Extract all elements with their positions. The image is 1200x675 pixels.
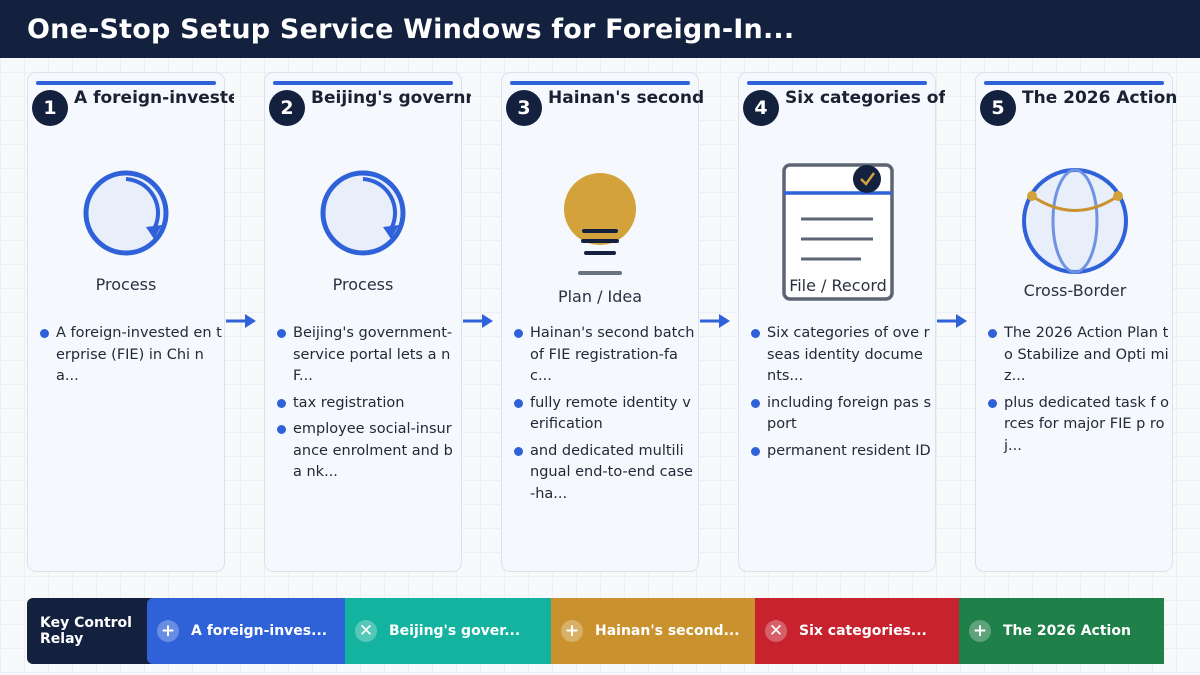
bullet-item: Hainan's second batch of FIE registratio… bbox=[512, 323, 696, 388]
arrow-right-icon bbox=[226, 314, 256, 328]
close-icon: ✕ bbox=[765, 620, 787, 642]
relay-segment-label: Hainan's second... bbox=[595, 623, 740, 639]
step-card-1: 1 A foreign-invested... Process A foreig… bbox=[27, 72, 234, 572]
bullet-item: employee social-insur ance enrolment and… bbox=[275, 419, 459, 484]
icon-label: Process bbox=[95, 275, 157, 294]
step-title: Beijing's governmen... bbox=[311, 88, 471, 108]
arrow-right-icon bbox=[937, 314, 967, 328]
icon-label: Plan / Idea bbox=[557, 287, 643, 306]
document-record-icon: File / Record bbox=[781, 163, 895, 301]
step-title: A foreign-invested... bbox=[74, 88, 234, 108]
arrow-right-icon bbox=[463, 314, 493, 328]
plus-icon: + bbox=[561, 620, 583, 642]
step-card-2: 2 Beijing's governmen... Process Beijing… bbox=[264, 72, 471, 572]
bullet-item: and dedicated multili ngual end-to-end c… bbox=[512, 441, 696, 506]
bullet-item: fully remote identity verification bbox=[512, 393, 696, 436]
icon-label: Cross-Border bbox=[1023, 281, 1127, 300]
bullet-item: A foreign-invested en terprise (FIE) in … bbox=[38, 323, 222, 388]
step-title: Six categories of o... bbox=[785, 88, 945, 108]
card-accent-line bbox=[510, 81, 690, 85]
relay-segment-label: The 2026 Action bbox=[1003, 623, 1131, 639]
step-title: The 2026 Action Pla... bbox=[1022, 88, 1182, 108]
step-card-3: 3 Hainan's second bat... Plan / Idea Hai… bbox=[501, 72, 708, 572]
step-number: 5 bbox=[980, 90, 1016, 126]
relay-label: Key Control Relay bbox=[27, 598, 157, 664]
bullet-item: The 2026 Action Plan to Stabilize and Op… bbox=[986, 323, 1170, 388]
relay-segment-1: + A foreign-inves... bbox=[147, 598, 347, 664]
card-accent-line bbox=[273, 81, 453, 85]
bullet-list: The 2026 Action Plan to Stabilize and Op… bbox=[986, 323, 1170, 462]
arrow-right-icon bbox=[700, 314, 730, 328]
plus-icon: + bbox=[157, 620, 179, 642]
bullet-list: Six categories of ove rseas identity doc… bbox=[749, 323, 933, 467]
bullet-item: plus dedicated task f orces for major FI… bbox=[986, 393, 1170, 458]
card-accent-line bbox=[984, 81, 1164, 85]
step-number: 2 bbox=[269, 90, 305, 126]
step-card-5: 5 The 2026 Action Pla... Cross-Border Th… bbox=[975, 72, 1182, 572]
step-number: 3 bbox=[506, 90, 542, 126]
bullet-item: tax registration bbox=[275, 393, 459, 415]
bullet-list: A foreign-invested en terprise (FIE) in … bbox=[38, 323, 222, 393]
relay-segment-4: ✕ Six categories... bbox=[755, 598, 961, 664]
step-number: 1 bbox=[32, 90, 68, 126]
relay-segment-label: A foreign-inves... bbox=[191, 623, 328, 639]
step-title: Hainan's second bat... bbox=[548, 88, 708, 108]
card-accent-line bbox=[747, 81, 927, 85]
card-accent-line bbox=[36, 81, 216, 85]
relay-segment-2: ✕ Beijing's gover... bbox=[345, 598, 553, 664]
bullet-item: permanent resident ID bbox=[749, 441, 933, 463]
bullet-list: Beijing's government-service portal lets… bbox=[275, 323, 459, 489]
process-icon: Process bbox=[313, 163, 413, 294]
relay-segment-5: + The 2026 Action bbox=[959, 598, 1164, 664]
close-icon: ✕ bbox=[355, 620, 377, 642]
page-title: One-Stop Setup Service Windows for Forei… bbox=[0, 0, 1200, 58]
step-card-4: 4 Six categories of o... File / Record S… bbox=[738, 72, 945, 572]
icon-label: File / Record bbox=[789, 276, 887, 295]
relay-segment-3: + Hainan's second... bbox=[551, 598, 757, 664]
bullet-item: Beijing's government-service portal lets… bbox=[275, 323, 459, 388]
relay-segment-label: Beijing's gover... bbox=[389, 623, 521, 639]
plus-icon: + bbox=[969, 620, 991, 642]
bullet-list: Hainan's second batch of FIE registratio… bbox=[512, 323, 696, 510]
bullet-item: Six categories of ove rseas identity doc… bbox=[749, 323, 933, 388]
globe-icon: Cross-Border bbox=[1019, 163, 1131, 300]
relay-segment-label: Six categories... bbox=[799, 623, 927, 639]
lightbulb-icon: Plan / Idea bbox=[550, 163, 650, 306]
process-icon: Process bbox=[76, 163, 176, 294]
bullet-item: including foreign pas sport bbox=[749, 393, 933, 436]
step-number: 4 bbox=[743, 90, 779, 126]
icon-label: Process bbox=[332, 275, 394, 294]
